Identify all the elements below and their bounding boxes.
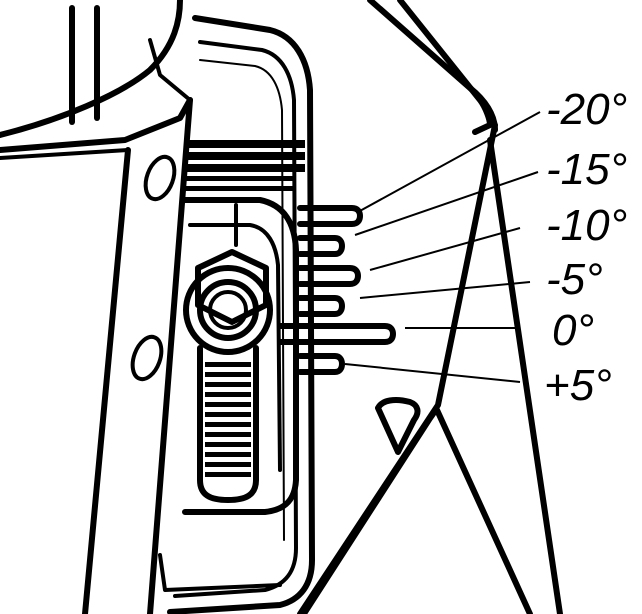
leader-lines: [344, 111, 541, 383]
bevel-arm: [297, 0, 563, 614]
carriage-frame: [158, 15, 315, 614]
angle-label-plus-5: +5°: [544, 361, 612, 410]
slat-group: [185, 140, 305, 191]
angle-label-minus-10: -10°: [546, 201, 627, 250]
hex-bolt: [183, 249, 273, 355]
angle-label-minus-20: -20°: [546, 85, 627, 134]
angle-label-minus-5: -5°: [546, 255, 603, 304]
leader-plus-5: [344, 363, 521, 383]
housing-left-arm: [0, 0, 193, 614]
detent-pins: [277, 205, 396, 375]
angle-label-minus-15: -15°: [546, 145, 627, 194]
leader-minus-15: [354, 171, 539, 236]
angle-label-zero: 0°: [552, 306, 594, 355]
slot-teeth: [197, 345, 259, 503]
leader-minus-10: [369, 227, 521, 271]
leader-minus-5: [359, 281, 531, 299]
angle-labels: -20° -15° -10° -5° 0° +5°: [544, 85, 627, 410]
leader-minus-20: [357, 111, 541, 213]
slotted-plate: [182, 197, 299, 515]
